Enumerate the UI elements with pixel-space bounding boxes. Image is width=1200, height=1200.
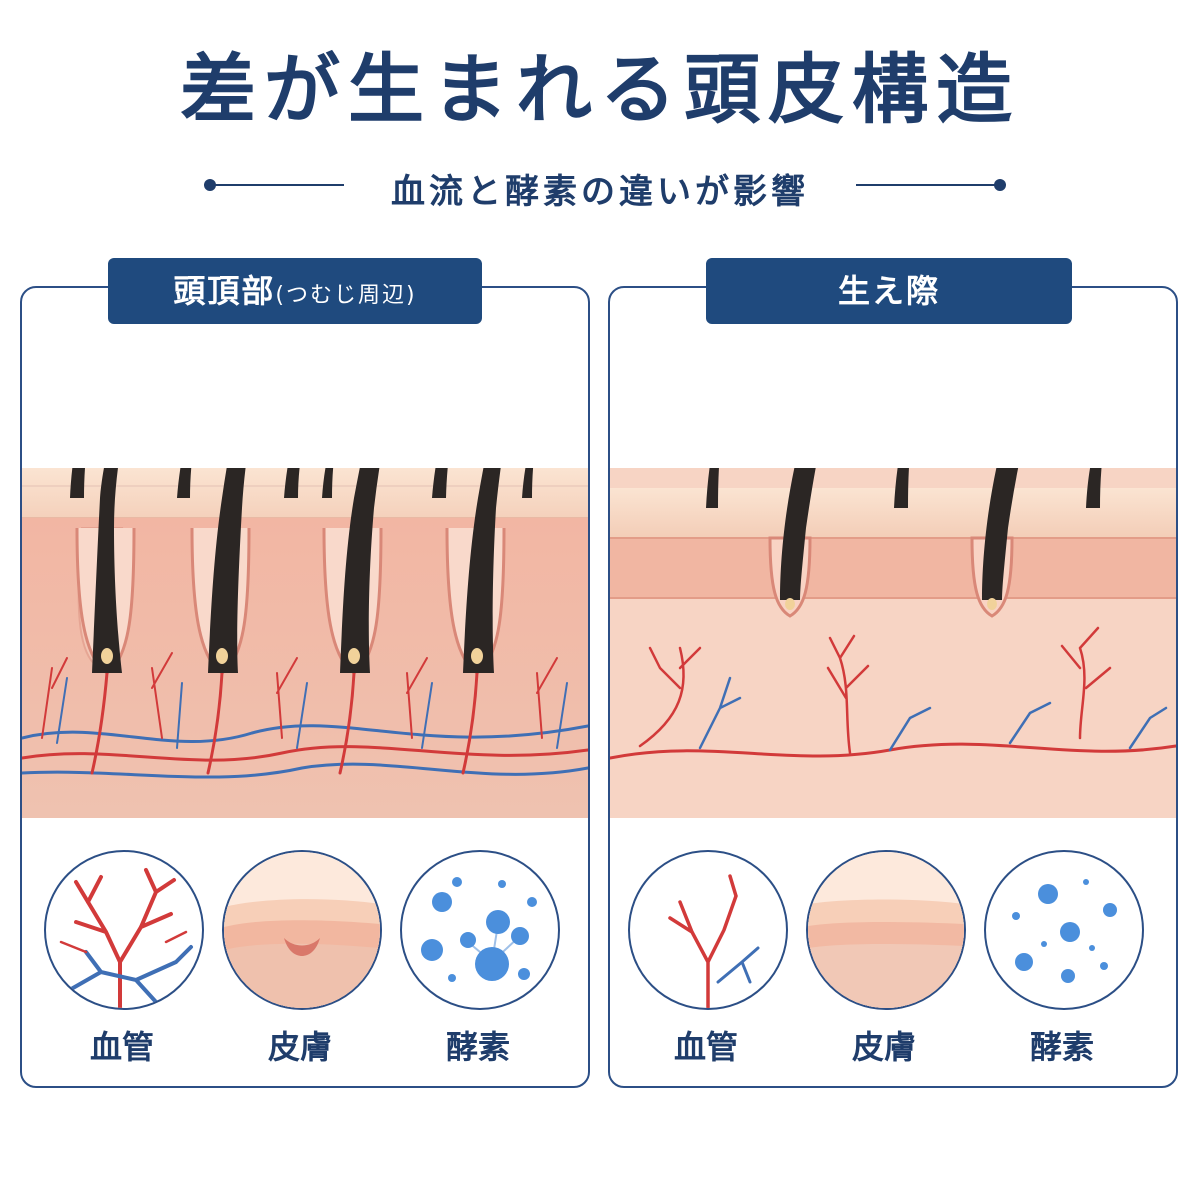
skin-layer-icon: [222, 850, 382, 1010]
page-title: 差が生まれる頭皮構造: [180, 45, 1020, 134]
divider-line-left: [214, 184, 344, 186]
crown-panel-label: 頭頂部(つむじ周辺): [108, 258, 482, 324]
crown-scalp-cross-section: [22, 468, 588, 818]
crown-label-sub: (つむじ周辺): [275, 283, 417, 308]
divider-line-right: [856, 184, 996, 186]
caption-skin: 皮膚: [267, 1028, 332, 1066]
hairline-scalp-cross-section: [610, 468, 1176, 818]
divider-dot-left: [204, 179, 216, 191]
enzyme-molecule-icon: [984, 850, 1144, 1010]
blood-vessel-icon: [44, 850, 204, 1010]
blood-vessel-icon: [628, 850, 788, 1010]
subtitle-row: 血流と酵素の違いが影響: [0, 160, 1200, 212]
divider-dot-right: [994, 179, 1006, 191]
caption-skin: 皮膚: [851, 1028, 916, 1066]
skin-layer-icon: [806, 850, 966, 1010]
hairline-panel-label: 生え際: [706, 258, 1072, 324]
hairline-panel: 血管 皮膚 酵素: [608, 286, 1178, 1088]
page-subtitle: 血流と酵素の違いが影響: [391, 172, 809, 212]
hairline-label-text: 生え際: [837, 272, 940, 310]
caption-blood-vessel: 血管: [673, 1028, 738, 1066]
crown-label-text: 頭頂部: [173, 272, 276, 310]
enzyme-molecule-icon: [400, 850, 560, 1010]
caption-enzyme: 酵素: [1029, 1028, 1094, 1066]
caption-enzyme: 酵素: [445, 1028, 510, 1066]
crown-panel: 血管 皮膚 酵素: [20, 286, 590, 1088]
caption-blood-vessel: 血管: [89, 1028, 154, 1066]
